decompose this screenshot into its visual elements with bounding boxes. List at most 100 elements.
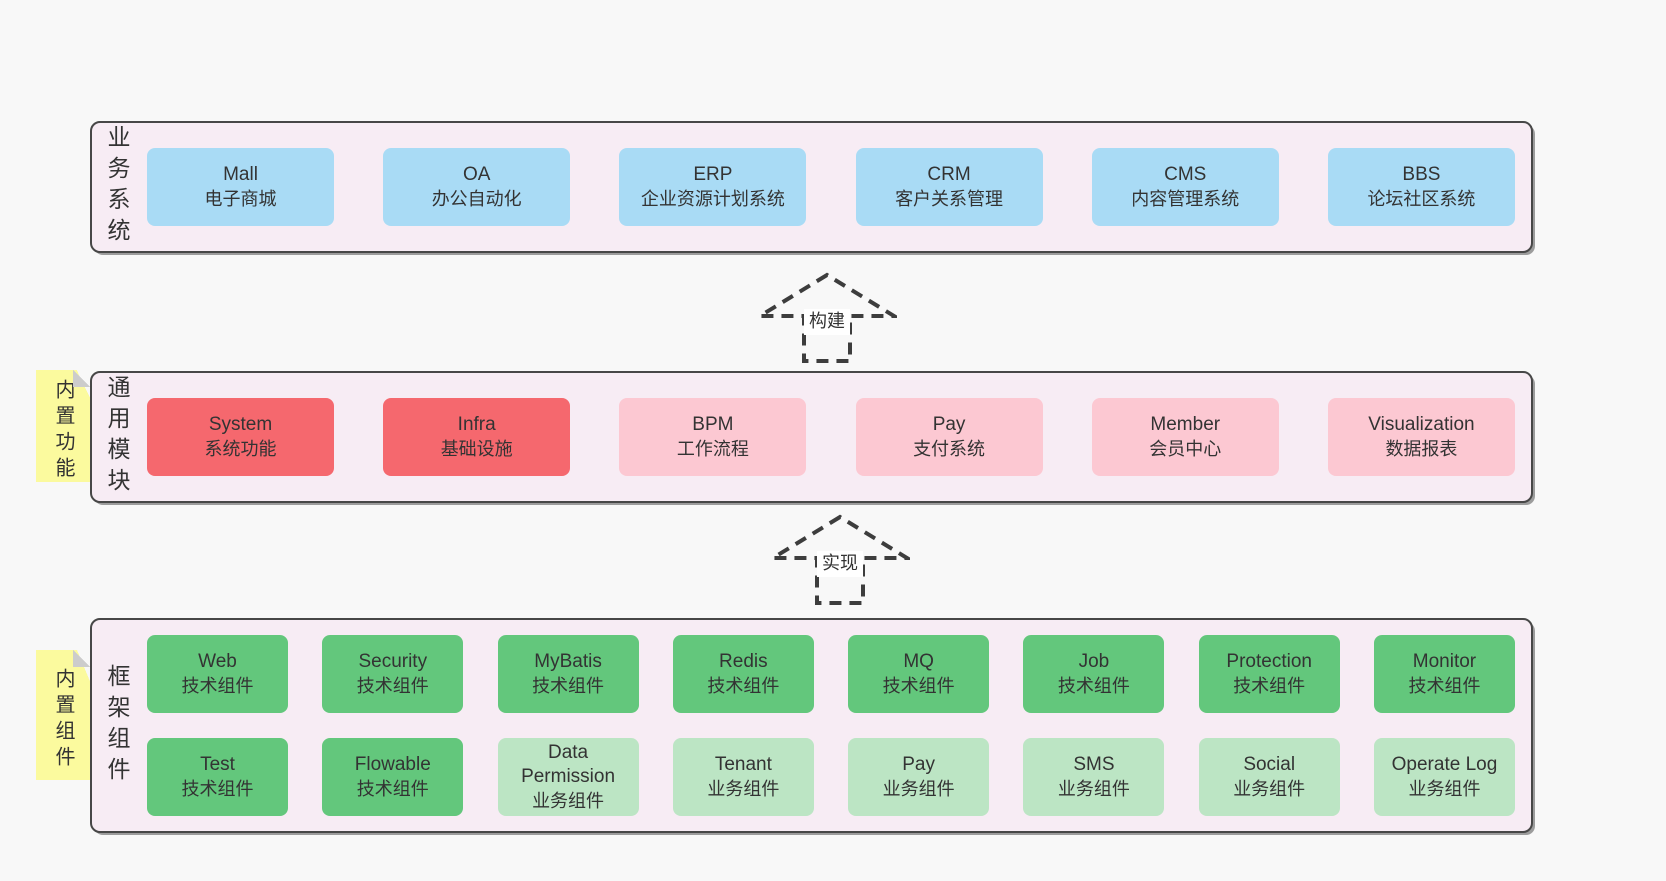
node-subtitle: 技术组件 — [882, 675, 955, 696]
sticky-note-builtin-features: 内置功能 — [36, 370, 90, 483]
node-title: System — [208, 414, 273, 436]
node-subtitle: 技术组件 — [1408, 675, 1481, 696]
node-title: Infra — [457, 414, 496, 436]
node-subtitle: 支付系统 — [913, 438, 986, 459]
node-subtitle: 数据报表 — [1385, 438, 1458, 459]
node-subtitle: 工作流程 — [676, 438, 749, 459]
node-title: SMS — [1073, 754, 1115, 776]
node-subtitle: 技术组件 — [181, 778, 254, 799]
node-title: Protection — [1226, 651, 1312, 673]
sticky-note-builtin-features-text: 内置功能 — [52, 379, 74, 483]
node-subtitle: 技术组件 — [181, 675, 254, 696]
node-subtitle: 论坛社区系统 — [1367, 188, 1476, 209]
node-subtitle: 基础设施 — [440, 438, 513, 459]
node-title: Monitor — [1412, 651, 1477, 673]
node-subtitle: 企业资源计划系统 — [640, 188, 785, 209]
node-title: Job — [1078, 651, 1110, 673]
node-subtitle: 技术组件 — [532, 675, 605, 696]
build-arrow: 构建 — [757, 272, 897, 364]
node-title: Redis — [719, 651, 768, 673]
dashed-up-arrow-icon — [770, 514, 910, 605]
node-title: ERP — [693, 164, 733, 186]
node-title: Social — [1243, 754, 1296, 776]
node-title: Visualization — [1368, 414, 1475, 436]
node-title: Flowable — [354, 754, 431, 776]
implement-arrow-label: 实现 — [817, 551, 863, 577]
sticky-note-builtin-components: 内置组件 — [36, 650, 90, 780]
node-subtitle: 技术组件 — [707, 675, 780, 696]
node-subtitle: 内容管理系统 — [1131, 188, 1240, 209]
node-subtitle: 客户关系管理 — [895, 188, 1004, 209]
node-subtitle: 系统功能 — [204, 438, 277, 459]
node-subtitle: 会员中心 — [1149, 438, 1222, 459]
node-subtitle: 业务组件 — [707, 778, 780, 799]
build-arrow-label: 构建 — [804, 309, 850, 335]
node-title: MQ — [903, 651, 934, 673]
node-title: Security — [358, 651, 428, 673]
section-business-systems-label: 业务系统 — [104, 125, 130, 249]
section-common-modules-label: 通用模块 — [104, 375, 130, 499]
node-subtitle: 技术组件 — [1057, 675, 1130, 696]
node-title: MyBatis — [534, 651, 602, 673]
node-title: OA — [462, 164, 491, 186]
dashed-up-arrow-icon — [757, 272, 897, 363]
node-title: Data Permission — [521, 742, 616, 788]
node-title: CRM — [927, 164, 971, 186]
node-title: Test — [200, 754, 235, 776]
node-title: Member — [1150, 414, 1221, 436]
node-subtitle: 技术组件 — [356, 675, 429, 696]
node-subtitle: 电子商城 — [204, 188, 277, 209]
implement-arrow: 实现 — [770, 514, 910, 606]
node-title: Pay — [932, 414, 966, 436]
node-title: Pay — [902, 754, 935, 776]
node-subtitle: 业务组件 — [882, 778, 955, 799]
node-title: Mall — [223, 164, 258, 186]
node-title: BPM — [692, 414, 734, 436]
node-subtitle: 业务组件 — [1233, 778, 1306, 799]
node-title: CMS — [1164, 164, 1207, 186]
section-framework-components-label: 框架组件 — [104, 663, 130, 788]
node-title: Tenant — [714, 754, 772, 776]
node-subtitle: 技术组件 — [356, 778, 429, 799]
sticky-note-builtin-components-text: 内置组件 — [52, 668, 74, 772]
node-subtitle: 业务组件 — [1408, 778, 1481, 799]
node-title: BBS — [1402, 164, 1441, 186]
node-subtitle: 办公自动化 — [431, 188, 522, 209]
node-subtitle: 技术组件 — [1233, 675, 1306, 696]
node-title: Operate Log — [1391, 754, 1498, 776]
